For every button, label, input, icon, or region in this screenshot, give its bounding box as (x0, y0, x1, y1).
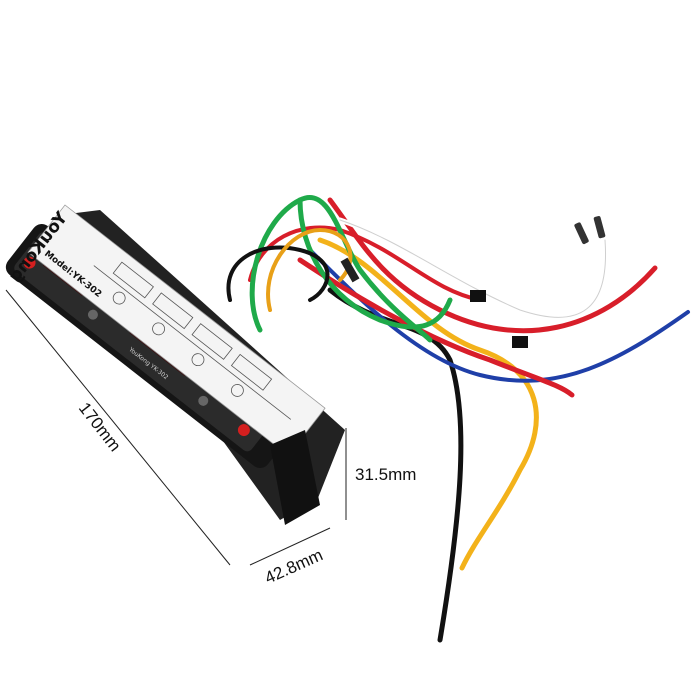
terminal-white (593, 216, 606, 239)
wire-red-1 (327, 197, 658, 334)
wire-bundle (226, 195, 690, 643)
connector-b (512, 336, 528, 348)
controller-unit: 888 YouKong YK-302 YouKong Model:YK-302 (5, 204, 345, 525)
dim-width-label: 42.8mm (262, 545, 326, 587)
wire-green-2 (297, 197, 453, 330)
button-left-2 (87, 309, 98, 320)
wire-green-1 (249, 195, 433, 343)
power-button-right (237, 424, 250, 437)
wire-black-loop (226, 245, 330, 302)
dim-line-length (5, 289, 231, 566)
button-right-2 (198, 395, 209, 406)
dim-line-width (249, 527, 331, 566)
rear-connector (270, 430, 320, 525)
wire-tie (340, 257, 360, 283)
dimension-lines (5, 289, 347, 566)
wire-red-2 (297, 257, 575, 398)
dim-height-label: 31.5mm (355, 465, 416, 484)
power-button-left (23, 256, 36, 269)
terminal-red (574, 222, 589, 245)
wire-orange (266, 227, 353, 312)
connector-a (470, 290, 486, 302)
wiring-diagram (93, 261, 292, 420)
